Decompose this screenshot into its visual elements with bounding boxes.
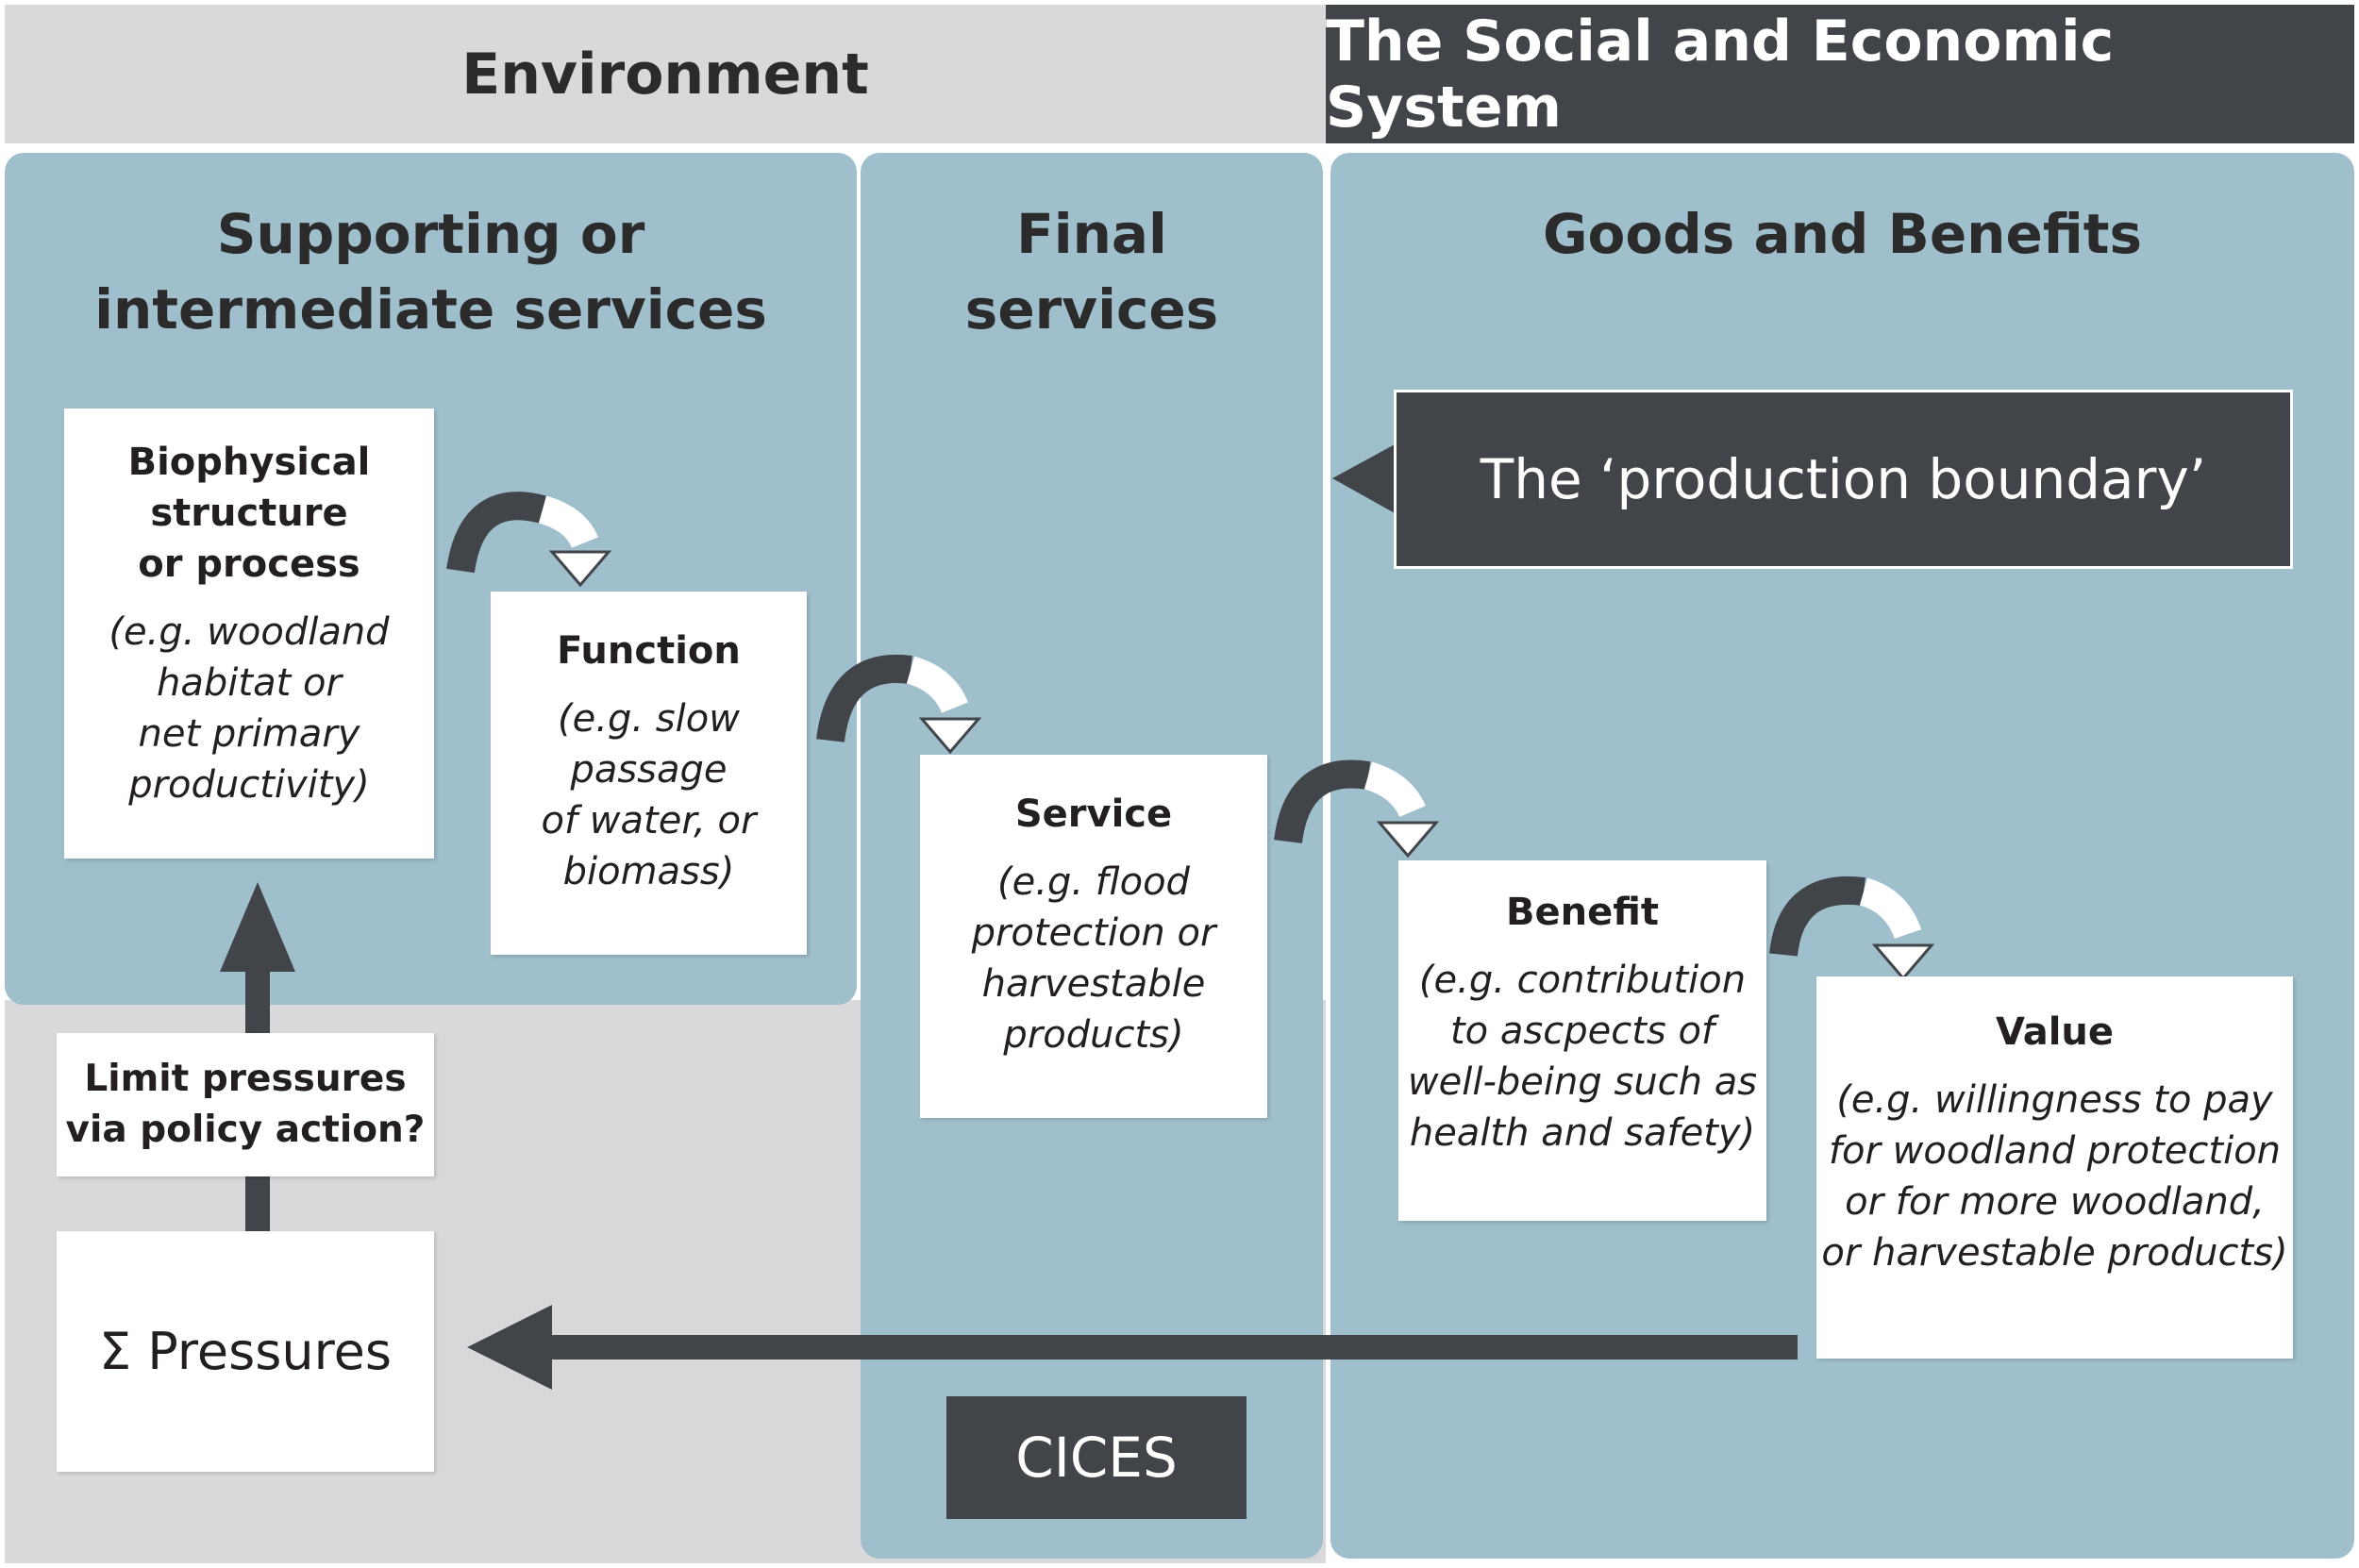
biophysical-title: Biophysical structure or process [127, 441, 371, 586]
social-economic-header: The Social and Economic System [1326, 5, 2354, 143]
environment-header: Environment [5, 5, 1326, 143]
social-economic-title: The Social and Economic System [1326, 8, 2115, 141]
biophysical-card: Biophysical structure or process (e.g. w… [64, 409, 434, 859]
pressures-return-arrow [547, 1335, 1798, 1359]
curved-arrow-4 [1769, 876, 1865, 958]
function-example: (e.g. slow passage of water, or biomass) [541, 697, 757, 893]
value-card: Value (e.g. willingness to pay for woodl… [1816, 976, 2293, 1359]
limit-pressures-text: Limit pressures via policy action? [65, 1058, 426, 1151]
goods-benefits-title: Goods and Benefits [1542, 202, 2143, 266]
service-example: (e.g. flood protection or harvestable pr… [971, 860, 1216, 1057]
service-title: Service [1014, 792, 1173, 836]
function-card: Function (e.g. slow passage of water, or… [491, 592, 807, 955]
benefit-title: Benefit [1506, 891, 1659, 934]
limit-pressures-card: Limit pressures via policy action? [57, 1033, 434, 1176]
benefit-card: Benefit (e.g. contribution to ascpects o… [1398, 860, 1766, 1221]
supporting-services-title: Supporting or intermediate services [94, 202, 767, 342]
cices-label: CICES [946, 1396, 1246, 1519]
curved-arrow-1 [446, 492, 546, 574]
value-title: Value [1995, 1010, 2115, 1054]
final-services-title: Final services [964, 202, 1219, 342]
biophysical-example: (e.g. woodland habitat or net primary pr… [109, 610, 390, 807]
value-example: (e.g. willingness to pay for woodland pr… [1821, 1078, 2288, 1275]
service-card: Service (e.g. flood protection or harves… [920, 755, 1267, 1118]
curved-arrow-3 [1274, 759, 1371, 844]
benefit-example: (e.g. contribution to ascpects of well-b… [1407, 959, 1758, 1155]
function-title: Function [557, 629, 741, 673]
curved-arrow-2 [816, 655, 912, 743]
pressures-text: Σ Pressures [99, 1322, 392, 1381]
production-boundary-label: The ‘production boundary’ [1394, 390, 2293, 569]
pressures-card: Σ Pressures [57, 1231, 434, 1472]
environment-title: Environment [461, 41, 869, 108]
